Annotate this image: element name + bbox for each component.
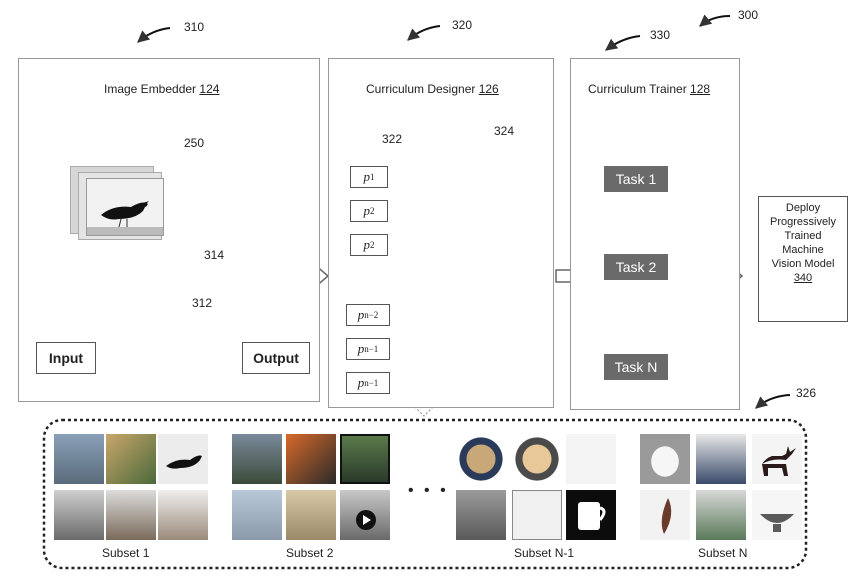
ref-320: 320 — [452, 18, 472, 32]
subset-1-tile-4 — [54, 490, 104, 540]
subset-1-tile-6 — [158, 490, 208, 540]
p-box-2: p2 — [350, 200, 388, 222]
image-embedder-title: Image Embedder 124 — [104, 82, 219, 96]
subset-2-tile-3 — [340, 434, 390, 484]
subset-1-tile-2 — [106, 434, 156, 484]
ref-300: 300 — [738, 8, 758, 22]
subset-1-tile-1 — [54, 434, 104, 484]
subset-n-tile-6 — [752, 490, 802, 540]
mug-icon — [566, 490, 616, 540]
deploy-model-box: Deploy Progressively Trained Machine Vis… — [758, 196, 848, 322]
output-box: Output — [242, 342, 310, 374]
subset-n-tile-4 — [640, 490, 690, 540]
subset-n-tile-2 — [696, 434, 746, 484]
ref-310: 310 — [184, 20, 204, 34]
subset-2-label: Subset 2 — [286, 546, 333, 560]
subset-1-tile-5 — [106, 490, 156, 540]
curriculum-designer-title: Curriculum Designer 126 — [366, 82, 499, 96]
ref-330: 330 — [650, 28, 670, 42]
subset-1-tile-3 — [158, 434, 208, 484]
subset-n-1-tile-1 — [456, 434, 506, 484]
subset-2-tile-5 — [286, 490, 336, 540]
subset-1-label: Subset 1 — [102, 546, 149, 560]
ref-arrow-310 — [138, 28, 170, 42]
subset-n-tile-1 — [640, 434, 690, 484]
feather-icon — [640, 490, 690, 540]
subset-n-1-tile-2 — [512, 434, 562, 484]
ref-arrow-300 — [700, 16, 730, 26]
p-box-4: pn−2 — [346, 304, 390, 326]
ref-312: 312 — [192, 296, 212, 310]
play-icon — [340, 490, 390, 540]
subset-n-1-label: Subset N-1 — [514, 546, 574, 560]
subset-n-1-tile-4 — [456, 490, 506, 540]
p-box-3: p2 — [350, 234, 388, 256]
subset-n-1-tile-5 — [512, 490, 562, 540]
subset-2-tile-6 — [340, 490, 390, 540]
subset-n-label: Subset N — [698, 546, 747, 560]
task-n-box: Task N — [604, 354, 668, 380]
ref-314: 314 — [204, 248, 224, 262]
ref-326: 326 — [796, 386, 816, 400]
subset-2-tile-2 — [286, 434, 336, 484]
ref-arrow-320 — [408, 26, 440, 40]
bowl-icon — [752, 490, 802, 540]
ref-324: 324 — [494, 124, 514, 138]
moose-icon — [752, 434, 802, 484]
task-1-box: Task 1 — [604, 166, 668, 192]
subset-n-1-tile-6 — [566, 490, 616, 540]
bird-image — [86, 178, 164, 236]
curriculum-trainer-title: Curriculum Trainer 128 — [588, 82, 710, 96]
ref-322: 322 — [382, 132, 402, 146]
subset-ellipsis: • • • — [408, 482, 449, 500]
p-box-6: pn−1 — [346, 372, 390, 394]
p-box-1: p1 — [350, 166, 388, 188]
subset-n-tile-5 — [696, 490, 746, 540]
p-box-5: pn−1 — [346, 338, 390, 360]
bird-icon — [87, 179, 163, 235]
subset-n-tile-3 — [752, 434, 802, 484]
task-2-box: Task 2 — [604, 254, 668, 280]
ref-arrow-326 — [756, 395, 790, 408]
input-box: Input — [36, 342, 96, 374]
subset-n-1-tile-3 — [566, 434, 616, 484]
subset-2-tile-1 — [232, 434, 282, 484]
subset-2-tile-4 — [232, 490, 282, 540]
ref-250: 250 — [184, 136, 204, 150]
ref-arrow-330 — [606, 36, 640, 50]
